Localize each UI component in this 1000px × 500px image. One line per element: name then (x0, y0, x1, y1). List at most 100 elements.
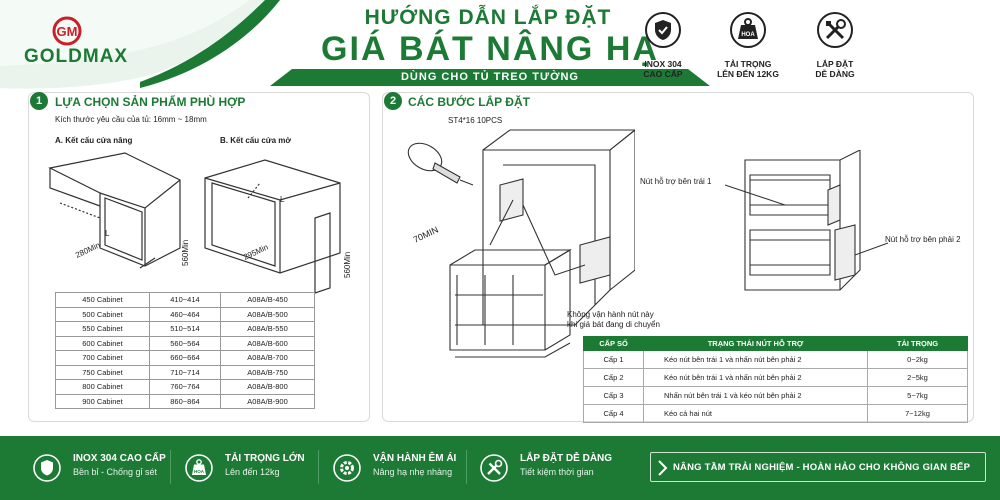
cabinet-diagram-swing: L 295Min 560Min (204, 159, 352, 294)
footer-slogan-box: NÂNG TẦM TRẢI NGHIỆM - HOÀN HẢO CHO KHÔN… (650, 452, 986, 482)
footer-desc: Tiết kiệm thời gian (520, 467, 594, 477)
subtitle-bar: DÙNG CHO TỦ TREO TƯỜNG (270, 69, 710, 86)
installation-diagram: 70MIN (407, 129, 635, 358)
shield-icon (33, 454, 61, 482)
svg-text:280Min: 280Min (74, 241, 102, 260)
table-cell: A08A/B-550 (220, 321, 315, 337)
table-cell: A08A/B-750 (220, 364, 315, 380)
table-header: TẢI TRỌNG (867, 336, 968, 351)
feature-label: INOX 304 (644, 59, 682, 69)
tools-icon (480, 454, 508, 482)
table-cell: 7~12kg (867, 404, 968, 423)
table-cell: A08A/B-700 (220, 350, 315, 366)
right-button-label: Nút hỗ trợ bên phải 2 (885, 235, 961, 244)
table-cell: Cấp 3 (583, 386, 644, 405)
table-cell: Kéo nút bên trái 1 và nhấn nút bên phải … (643, 350, 868, 369)
table-cell: 900 Cabinet (55, 393, 150, 409)
step1-title: LỰA CHỌN SẢN PHẨM PHÙ HỢP (55, 95, 246, 109)
chevron-right-icon (658, 460, 668, 476)
table-cell: A08A/B-900 (220, 393, 315, 409)
table-cell: 750 Cabinet (55, 364, 150, 380)
table-cell: 450 Cabinet (55, 292, 150, 308)
feature-label: TẢI TRỌNG (724, 59, 772, 69)
header-swoosh (0, 0, 280, 89)
footer-desc: Lên đến 12kg (225, 467, 280, 477)
svg-text:L: L (280, 195, 285, 204)
feature-label: CAO CẤP (643, 69, 683, 79)
step1-number: 1 (30, 92, 48, 110)
footer-item-load: HOA TẢI TRỌNG LỚN Lên đến 12kg (185, 450, 315, 490)
table-cell: 550 Cabinet (55, 321, 150, 337)
table-cell: 5~7kg (867, 386, 968, 405)
table-cell: 660~664 (148, 350, 222, 366)
footer-item-install: LẮP ĐẶT DỄ DÀNG Tiết kiệm thời gian (480, 450, 630, 490)
table-header: CẤP SỐ (583, 336, 644, 351)
cabinet-diagram-lift: L 280Min 560Min (48, 152, 190, 269)
weight-icon: HOA (730, 12, 766, 48)
brand-name: GOLDMAX (24, 46, 129, 67)
caption-swing-door: B. Kết cấu cửa mở (220, 136, 292, 145)
footer-separator (318, 450, 319, 484)
table-cell: Kéo nút bên trái 1 và nhấn nút bên phải … (643, 368, 868, 387)
callout-line-right (854, 242, 889, 256)
svg-text:L: L (105, 229, 110, 238)
screw-spec: ST4*16 10PCS (448, 116, 503, 125)
table-cell: A08A/B-600 (220, 335, 315, 351)
svg-text:295Min: 295Min (242, 243, 270, 262)
shield-icon (645, 12, 681, 48)
left-button-label: Nút hỗ trợ bên trái 1 (640, 177, 712, 186)
footer-title: INOX 304 CAO CẤP (73, 453, 166, 464)
svg-text:560Min: 560Min (343, 252, 352, 278)
table-cell: A08A/B-800 (220, 379, 315, 395)
table-cell: 2~5kg (867, 368, 968, 387)
footer-title: LẮP ĐẶT DỄ DÀNG (520, 453, 613, 464)
table-cell: 410~414 (148, 292, 222, 308)
basket-button-diagram (744, 150, 861, 291)
table-header: TRẠNG THÁI NÚT HỖ TRỢ (643, 336, 868, 351)
footer-desc: Nâng hạ nhẹ nhàng (373, 467, 453, 477)
table-cell: 500 Cabinet (55, 306, 150, 322)
title-line2: GIÁ BÁT NÂNG HẠ (321, 30, 659, 68)
svg-text:70MIN: 70MIN (412, 225, 440, 245)
table-cell: 0~2kg (867, 350, 968, 369)
table-cell: Nhấn nút bên trái 1 và kéo nút bên phải … (643, 386, 868, 405)
table-cell: Kéo cả hai nút (643, 404, 868, 423)
gear-icon (333, 454, 361, 482)
table-cell: A08A/B-450 (220, 292, 315, 308)
footer-separator (170, 450, 171, 484)
tools-icon (817, 12, 853, 48)
footer-item-smooth: VẬN HÀNH ÊM ÁI Nâng hạ nhẹ nhàng (333, 450, 473, 490)
feature-label: LẮP ĐẶT (816, 59, 854, 69)
svg-text:560Min: 560Min (181, 240, 190, 266)
step2-number: 2 (384, 92, 402, 110)
table-cell: 600 Cabinet (55, 335, 150, 351)
step2-title: CÁC BƯỚC LẮP ĐẶT (408, 95, 530, 109)
footer-title: VẬN HÀNH ÊM ÁI (373, 453, 457, 464)
callout-line-left (724, 184, 786, 206)
footer-slogan: NÂNG TẦM TRẢI NGHIỆM - HOÀN HẢO CHO KHÔN… (673, 462, 971, 473)
feature-label: DỄ DÀNG (815, 69, 855, 79)
table-cell: 510~514 (148, 321, 222, 337)
footer-item-inox: INOX 304 CAO CẤP Bền bỉ - Chống gỉ sét (33, 450, 166, 490)
table-cell: 710~714 (148, 364, 222, 380)
footer-bar (0, 436, 1000, 500)
table-cell: Cấp 4 (583, 404, 644, 423)
logo-letters: GM (57, 24, 78, 39)
table-cell: 460~464 (148, 306, 222, 322)
goldmax-logo: GM (52, 16, 82, 46)
table-cell: 700 Cabinet (55, 350, 150, 366)
footer-title: TẢI TRỌNG LỚN (225, 453, 305, 464)
